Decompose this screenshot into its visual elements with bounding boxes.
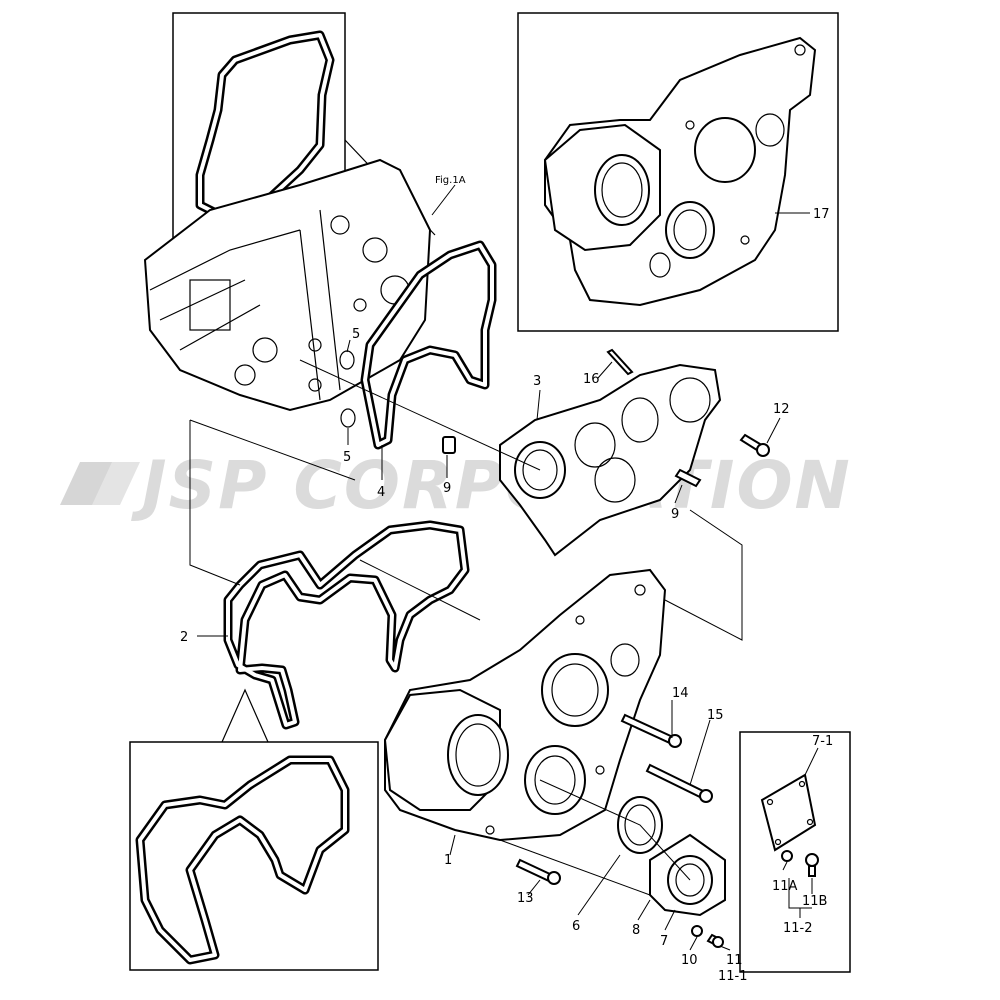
callout-11b: 11B [802, 894, 827, 909]
callout-4: 4 [377, 485, 385, 500]
gear-case-1 [383, 568, 667, 842]
o-ring-5-lower [340, 408, 356, 428]
callout-12: 12 [773, 402, 790, 417]
callout-2: 2 [180, 630, 188, 645]
inset-cover-7-1 [739, 731, 851, 973]
bolt-14 [620, 713, 682, 748]
callout-5-lower: 5 [343, 450, 351, 465]
gear-case-plate-3 [499, 363, 722, 557]
bolt-11b [805, 853, 819, 877]
callout-7: 7 [660, 934, 668, 949]
dowel-pin-9-right [674, 468, 702, 488]
washer-11a [781, 850, 793, 862]
watermark-text: JSP CORPORATION [131, 447, 852, 524]
callout-3: 3 [533, 374, 541, 389]
gasket-4 [360, 240, 497, 450]
callout-8: 8 [632, 923, 640, 938]
callout-1: 1 [444, 853, 452, 868]
callout-7-1: 7-1 [812, 734, 833, 749]
stud-16 [606, 348, 634, 376]
callout-11-2: 11-2 [783, 921, 813, 936]
figure-reference: Fig.1A [435, 175, 466, 186]
cover-7 [649, 833, 726, 917]
callout-17: 17 [813, 207, 830, 222]
bolt-11 [706, 933, 724, 948]
callout-5-upper: 5 [352, 327, 360, 342]
inset-gasket-detail-bottom [129, 688, 379, 971]
bolt-15 [645, 763, 713, 803]
callout-16: 16 [583, 372, 600, 387]
bolt-12 [739, 433, 770, 457]
inset-assembly-17 [517, 12, 839, 332]
callout-9-left: 9 [443, 481, 451, 496]
gasket-2 [223, 520, 470, 730]
callout-6: 6 [572, 919, 580, 934]
engine-block [143, 158, 432, 412]
leader-lines [197, 184, 819, 951]
washer-10 [691, 925, 703, 937]
callout-15: 15 [707, 708, 724, 723]
dowel-pin-9 [442, 436, 456, 454]
jsp-logo-mark [60, 462, 140, 505]
callout-11: 11 [726, 953, 743, 968]
callout-14: 14 [672, 686, 689, 701]
callout-9-right: 9 [671, 507, 679, 522]
assembly-guide-lines [189, 359, 743, 896]
bolt-13 [515, 858, 561, 885]
callout-11a: 11A [772, 879, 798, 894]
callout-11-1: 11-1 [718, 969, 748, 984]
callout-10: 10 [681, 953, 698, 968]
callout-13: 13 [517, 891, 534, 906]
